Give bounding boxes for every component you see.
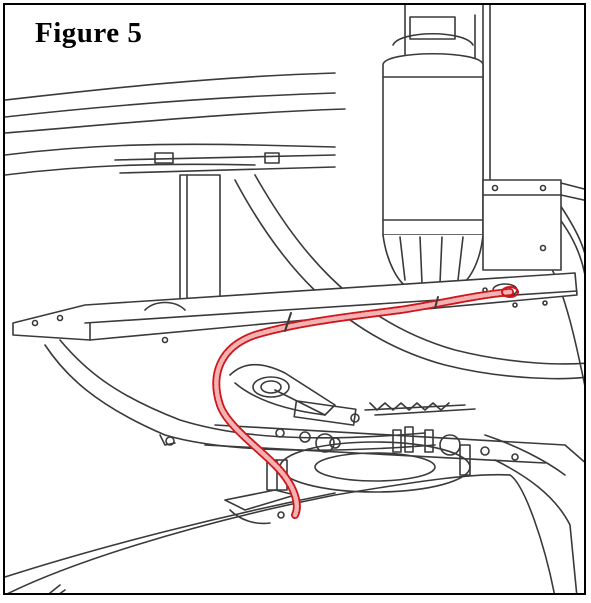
upper-frame-rails	[5, 72, 346, 176]
pneumatic-cylinder	[382, 16, 484, 286]
figure-label: Figure 5	[31, 17, 147, 50]
technical-drawing	[5, 5, 584, 593]
lower-slab	[5, 473, 555, 593]
red-cable-route	[212, 286, 519, 519]
gripper-assembly	[229, 363, 360, 426]
rack-teeth	[364, 402, 476, 416]
figure-frame: Figure 5	[3, 3, 586, 595]
mounting-bracket	[482, 179, 584, 271]
main-plate	[12, 272, 578, 344]
